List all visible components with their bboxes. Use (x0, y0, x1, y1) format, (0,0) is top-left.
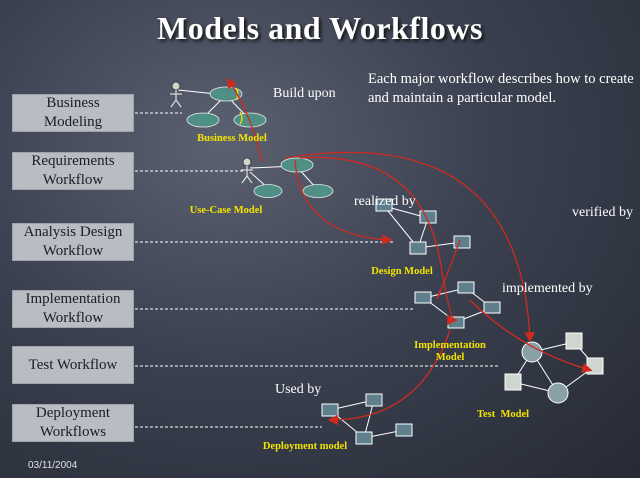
model-label-design: Design Model (371, 266, 433, 277)
workflow-box-business-modeling: Business Modeling (12, 94, 134, 132)
relation-used-by: Used by (275, 382, 322, 397)
test-model-icon (504, 332, 604, 404)
arrow-implemented-by (299, 156, 458, 326)
deployment-model-icon (321, 393, 413, 445)
arrow-impl-to-test (469, 299, 593, 373)
footer-date: 03/11/2004 (28, 460, 78, 471)
model-label-implementation: Implementation Model (414, 340, 486, 363)
business-model-icon (170, 81, 267, 128)
slide-title: Models and Workflows (157, 10, 483, 46)
arrow-realized-by (294, 159, 393, 245)
relation-implemented-by: implemented by (502, 281, 593, 296)
workflow-box-requirements: Requirements Workflow (12, 152, 134, 190)
arrow-build-upon (226, 77, 263, 163)
workflow-box-analysis-design: Analysis Design Workflow (12, 223, 134, 261)
relation-verified-by: verified by (572, 205, 634, 220)
workflow-description: Each major workflow describes how to cre… (368, 71, 634, 106)
arrow-used-by (327, 329, 451, 426)
use-case-model-icon (241, 157, 334, 198)
arrow-verified-by (284, 151, 535, 343)
relation-realized-by: realized by (354, 194, 416, 209)
model-label-deployment: Deployment model (262, 441, 348, 452)
model-label-test: Test Model (476, 409, 530, 420)
design-model-icon (375, 198, 471, 255)
arrow-design-to-impl (436, 239, 461, 299)
relation-build-upon: Build upon (273, 86, 336, 101)
relationship-arrows (226, 77, 593, 426)
workflow-connectors (135, 112, 500, 428)
model-label-use-case: Use-Case Model (189, 205, 263, 216)
workflow-box-deployment: Deployment Workflows (12, 404, 134, 442)
model-label-business: Business Model (197, 133, 267, 144)
workflow-box-implementation: Implementation Workflow (12, 290, 134, 328)
workflow-box-test: Test Workflow (12, 346, 134, 384)
implementation-model-icon (414, 281, 501, 329)
